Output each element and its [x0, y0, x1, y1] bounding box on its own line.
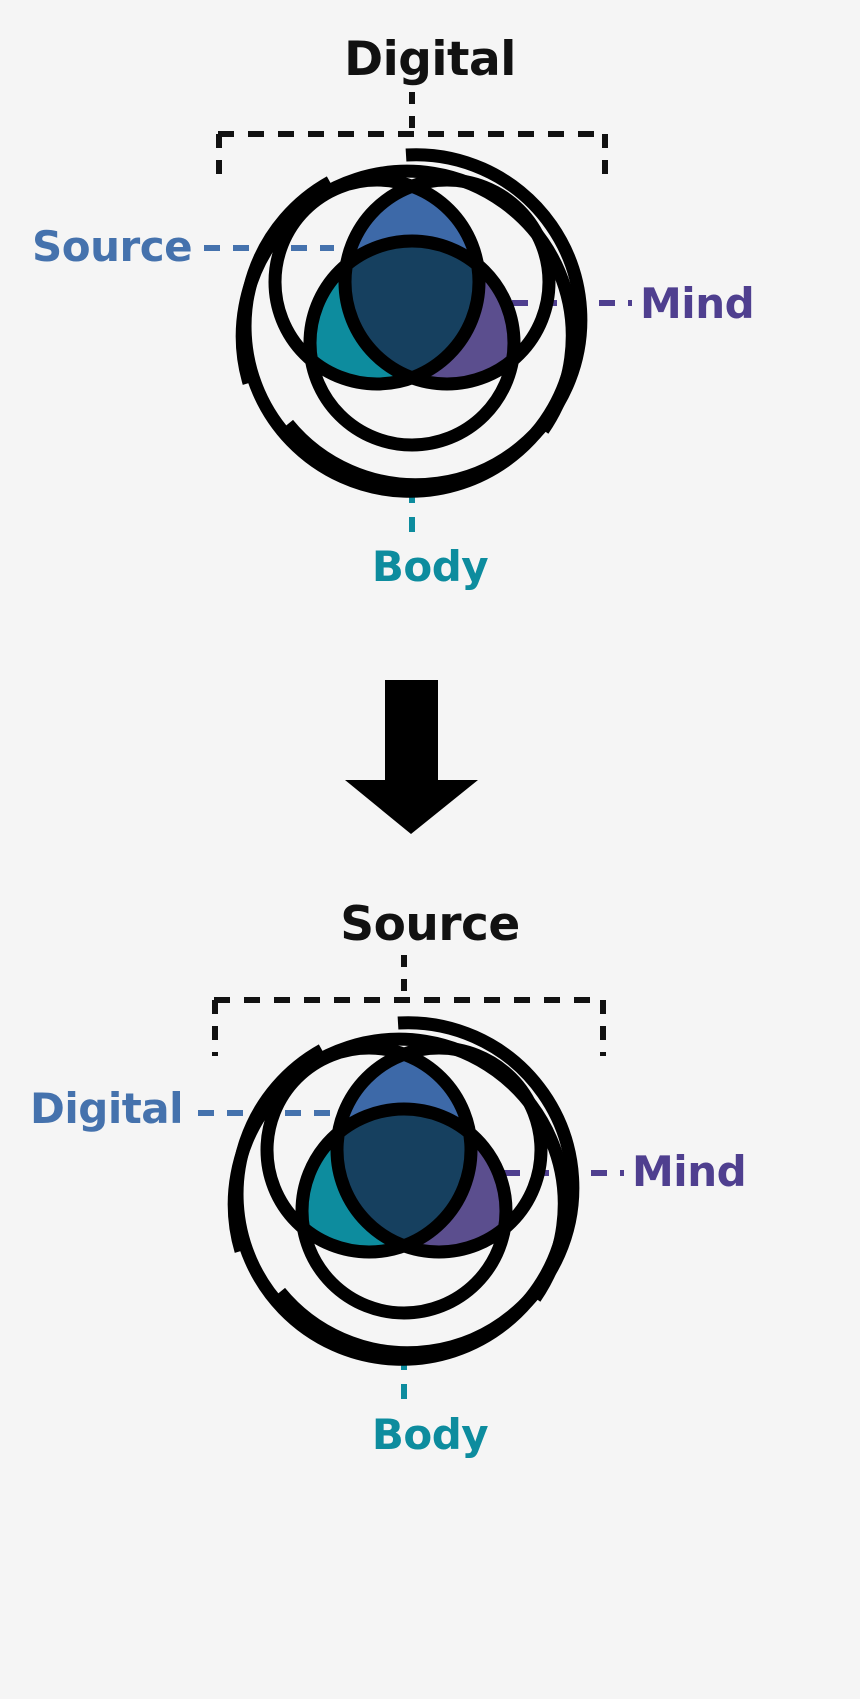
venn-lenses	[310, 180, 514, 384]
ring-arc-3	[274, 1016, 580, 1360]
ring-arc-3	[282, 148, 588, 492]
bracket-label-top: Digital	[344, 32, 516, 87]
venn-lenses	[302, 1048, 506, 1252]
bracket-connector	[216, 92, 608, 186]
label-right: Mind	[640, 279, 755, 328]
lens-center	[337, 1109, 471, 1252]
enclosing-rings	[227, 1016, 580, 1366]
down-arrow-icon	[345, 680, 478, 834]
venn-graphic-after	[198, 955, 624, 1413]
label-left: Digital	[30, 1084, 184, 1133]
circle-body	[303, 234, 521, 452]
diagram-after: Source Digital Mind Body	[0, 860, 860, 1560]
venn-graphic-before	[204, 92, 632, 545]
label-bottom: Body	[371, 542, 489, 591]
bracket-connector	[212, 955, 606, 1056]
down-arrow-shape	[345, 680, 478, 834]
label-left: Source	[32, 222, 193, 271]
diagram-before: Digital Source Mind Body	[0, 0, 860, 660]
bracket-label-top: Source	[340, 897, 520, 952]
circle-body	[295, 1102, 513, 1320]
label-bottom: Body	[371, 1410, 489, 1459]
lens-center	[345, 241, 479, 384]
transition-arrow	[0, 672, 860, 842]
enclosing-rings	[235, 148, 588, 498]
label-right: Mind	[632, 1147, 747, 1196]
